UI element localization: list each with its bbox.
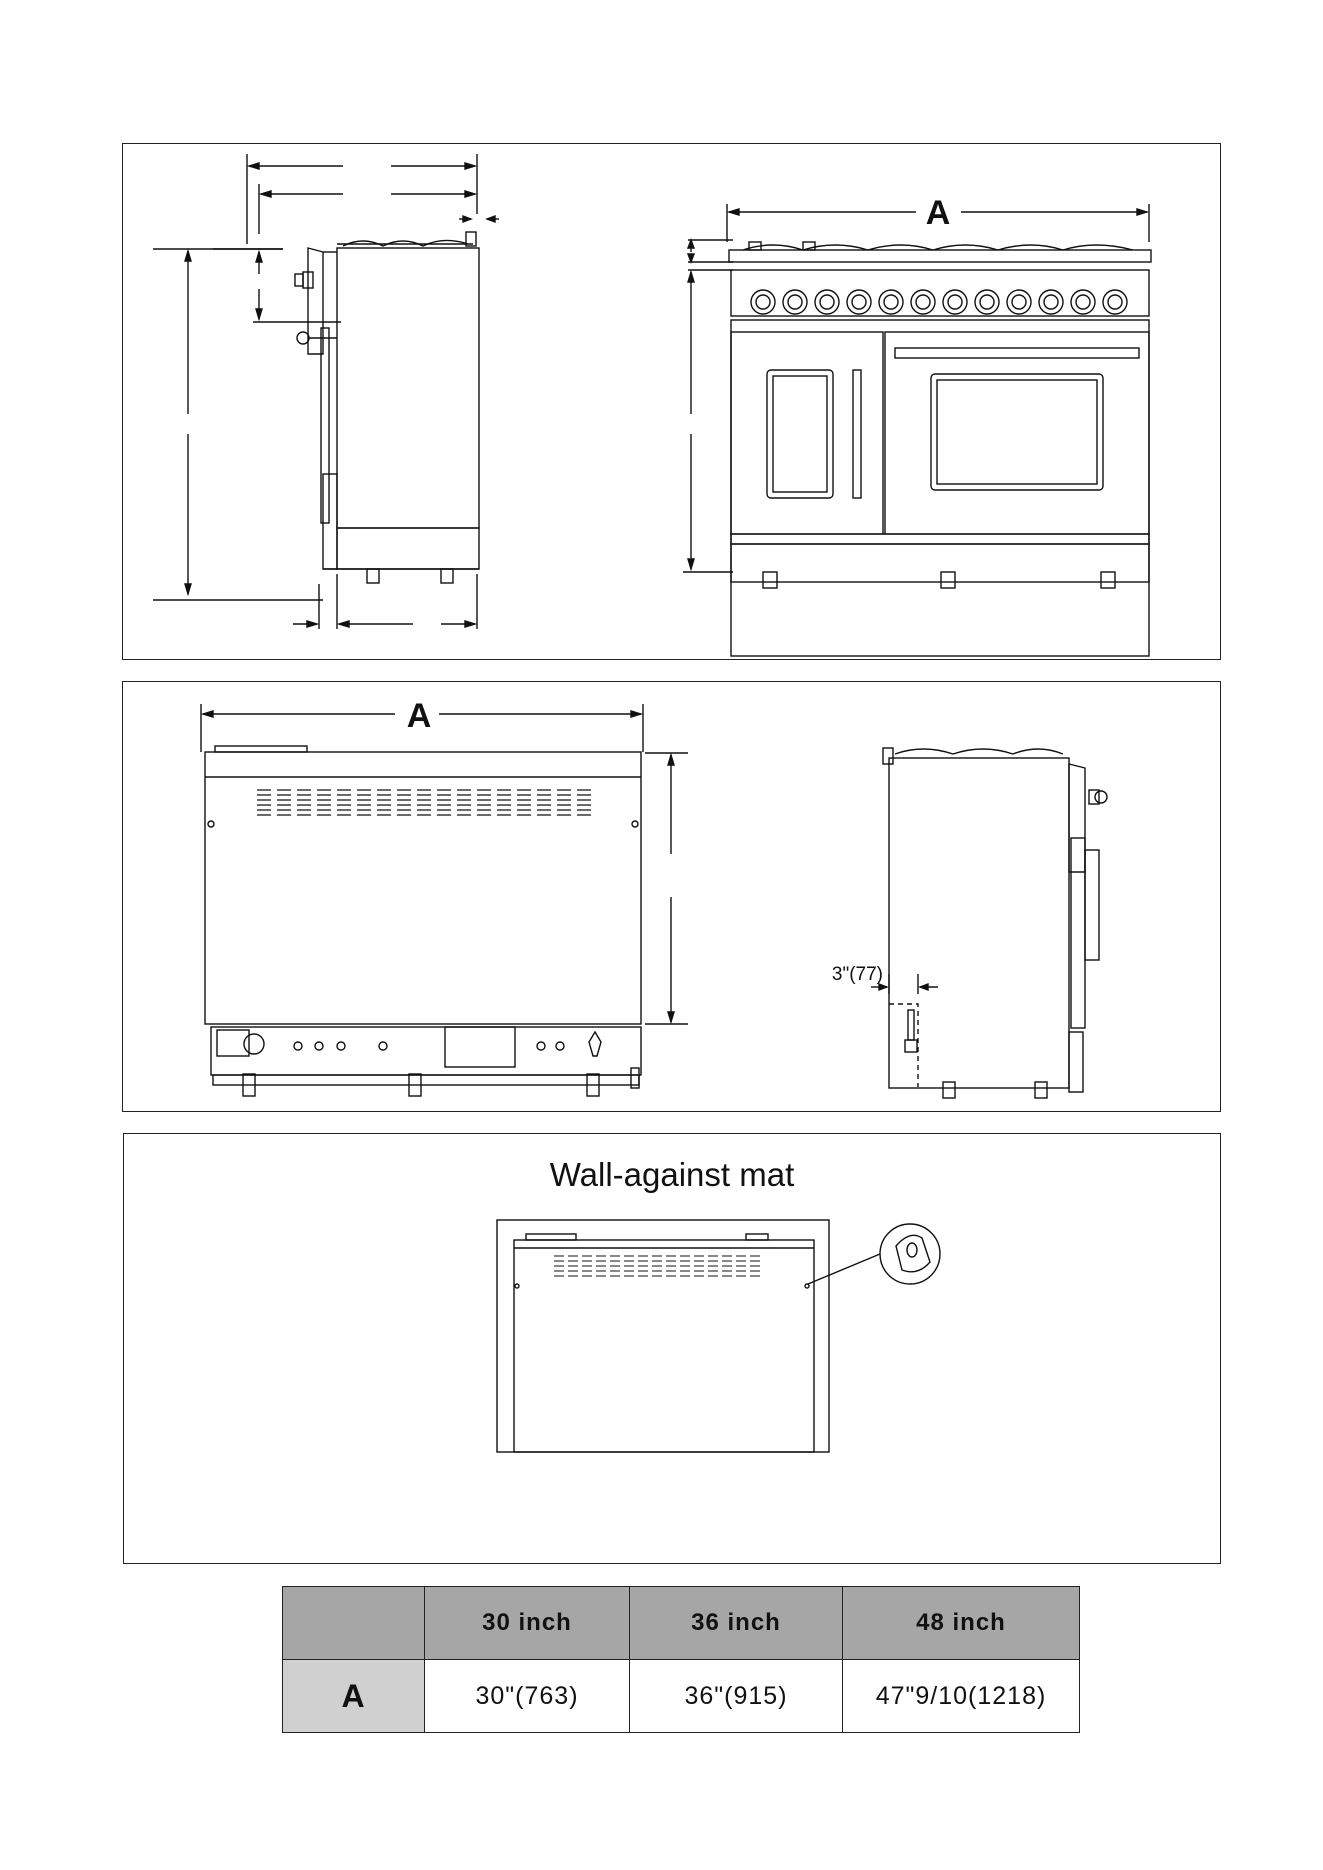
table-cell-30-inch: 30"(763): [425, 1660, 630, 1733]
middle-views-drawing: A 3"(77): [123, 682, 1222, 1113]
table-cell-48-inch: 47"9/10(1218): [843, 1660, 1080, 1733]
mat-detail-circle: [880, 1224, 940, 1284]
table-cell-36-inch: 36"(915): [630, 1660, 843, 1733]
rear-side-view-drawing: [871, 748, 1107, 1098]
top-views-drawing: A: [123, 144, 1222, 661]
mat-callout-line: [808, 1254, 880, 1284]
table-header-row: 30 inch 36 inch 48 inch: [283, 1587, 1080, 1660]
front-width-label: A: [926, 194, 951, 232]
panel-back-and-side-views: A 3"(77): [122, 681, 1221, 1112]
table-row: A 30"(763) 36"(915) 47"9/10(1218): [283, 1660, 1080, 1733]
table-header-48-inch: 48 inch: [843, 1587, 1080, 1660]
panel-side-and-front-views: A: [122, 143, 1221, 660]
back-view-drawing: [201, 704, 688, 1096]
back-width-label: A: [407, 697, 432, 735]
side-view-drawing: [153, 154, 499, 629]
mat-bumper-icon: [896, 1235, 930, 1271]
control-knobs: [751, 290, 1127, 314]
size-dimension-table: 30 inch 36 inch 48 inch A 30"(763) 36"(9…: [282, 1586, 1080, 1733]
table-header-36-inch: 36 inch: [630, 1587, 843, 1660]
back-vent-slots: [257, 790, 591, 815]
mat-drawing: [124, 1134, 1222, 1565]
rear-clearance-label: 3"(77): [832, 964, 883, 985]
mat-vent-slots: [554, 1256, 760, 1276]
front-view-drawing: [683, 204, 1151, 656]
panel-wall-against-mat: Wall-against mat: [123, 1133, 1221, 1564]
table-row-label: A: [283, 1660, 425, 1733]
table-header-30-inch: 30 inch: [425, 1587, 630, 1660]
table-corner-cell: [283, 1587, 425, 1660]
